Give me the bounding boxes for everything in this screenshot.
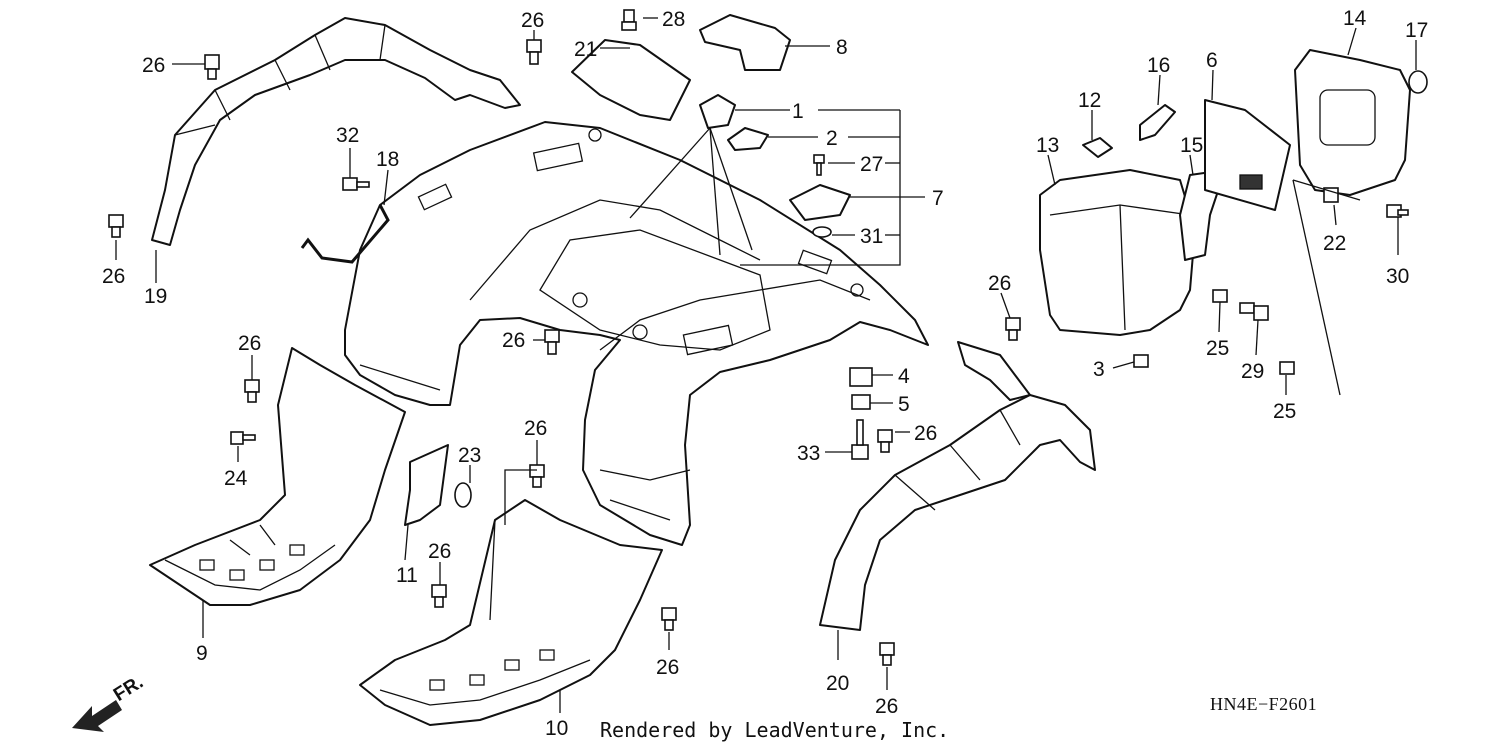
grommet-17 [1408,70,1428,94]
callout-13: 13 [1036,134,1059,157]
cushion-23 [454,482,472,508]
pad-2 [727,127,769,151]
callout-11: 11 [396,564,418,587]
plate-7 [789,184,851,221]
callout-27: 27 [860,153,883,176]
clip-26-icon [879,642,895,666]
callout-19: 19 [144,285,167,308]
callout-15: 15 [1180,134,1203,157]
storage-box-13 [1039,169,1196,336]
callout-18: 18 [376,148,399,171]
washer-31 [812,226,832,238]
callout-26: 26 [524,417,547,440]
rear-fender [344,121,929,546]
fender-flare-right [819,341,1096,631]
pad-8 [699,14,791,71]
callout-25: 25 [1206,337,1229,360]
callout-4: 4 [898,365,910,388]
clip-26-icon [526,39,542,65]
callout-16: 16 [1147,54,1170,77]
clip-26-icon [244,379,260,403]
fasteners [108,9,1409,666]
callout-14: 14 [1343,7,1367,30]
clip-26-icon [529,464,545,488]
callout-26: 26 [521,9,544,32]
render-credit: Rendered by LeadVenture, Inc. [600,718,950,742]
leader-lines [115,17,1417,713]
nut-25-icon [1279,361,1295,375]
collar-5 [851,394,871,410]
callout-32: 32 [336,124,359,147]
front-direction-arrow-icon [72,700,122,732]
stay-18 [300,204,390,264]
screw-28-icon [621,9,637,31]
callout-17: 17 [1405,19,1428,42]
nut-22-icon [1323,187,1339,203]
callout-26: 26 [988,272,1011,295]
callout-28: 28 [662,8,685,31]
bolt-30-icon [1386,204,1409,218]
callout-26: 26 [656,656,679,679]
callout-26: 26 [142,54,165,77]
clip-26-icon [544,329,560,355]
bolt-32-icon [342,177,370,191]
callout-22: 22 [1323,232,1346,255]
callout-26: 26 [914,422,937,445]
cap-1 [699,94,736,129]
callout-23: 23 [458,444,481,467]
clip-26-icon [877,429,893,453]
nut-3 [1133,354,1149,368]
callout-5: 5 [898,393,910,416]
callout-30: 30 [1386,265,1409,288]
bolt-29-icon [1239,302,1269,321]
callout-31: 31 [860,225,883,248]
callout-29: 29 [1241,360,1264,383]
footrest-left [149,347,406,606]
clip-26-icon [431,584,447,608]
callout-8: 8 [836,36,848,59]
callout-26: 26 [102,265,125,288]
callout-3: 3 [1093,358,1105,381]
callout-labels: 1 2 3 4 5 6 7 8 9 10 11 12 13 14 15 16 1… [102,7,1428,740]
callout-1: 1 [792,100,804,123]
clip-26-icon [204,54,220,80]
callout-10: 10 [545,717,568,740]
panel-6 [1204,99,1291,211]
callout-24: 24 [224,467,248,490]
bolt-24-icon [230,431,256,445]
diagram-code: HN4E−F2601 [1210,694,1318,714]
latch-16 [1139,104,1176,141]
callout-20: 20 [826,672,849,695]
bolt-33-icon [851,419,869,460]
clip-12 [1082,137,1113,158]
callout-25: 25 [1273,400,1296,423]
clip-26-icon [1005,317,1021,341]
bracket-11 [404,444,449,526]
bolt-27-icon [813,154,825,176]
cover-21 [571,39,691,121]
callout-9: 9 [196,642,208,665]
collar-4 [849,367,873,387]
fender-flare-left [151,17,521,246]
clip-26-icon [108,214,124,238]
callout-33: 33 [797,442,820,465]
footrest-right [359,499,663,726]
clip-26-icon [661,607,677,631]
callout-7: 7 [932,187,944,210]
callout-21: 21 [574,38,597,61]
callout-2: 2 [826,127,838,150]
callout-12: 12 [1078,89,1101,112]
callout-26: 26 [875,695,898,718]
callout-6: 6 [1206,49,1218,72]
callout-26: 26 [428,540,451,563]
callout-26: 26 [238,332,261,355]
lid-14 [1294,49,1411,196]
callout-26: 26 [502,329,525,352]
nut-25-icon [1212,289,1228,303]
